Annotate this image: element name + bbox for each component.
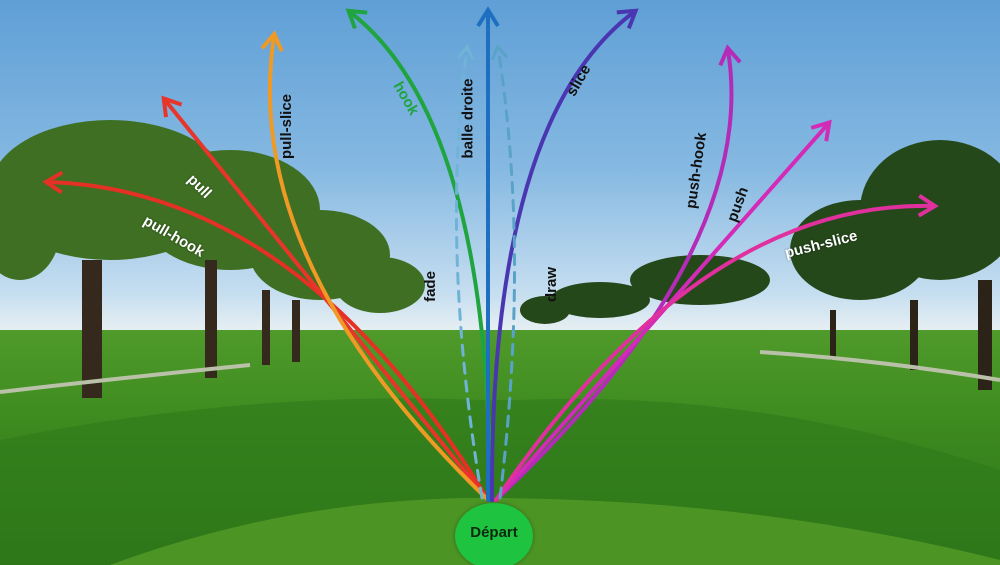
trajectory-push-hook bbox=[494, 44, 742, 502]
trajectory-pull-slice bbox=[260, 30, 490, 502]
label-draw: draw bbox=[543, 266, 561, 303]
trajectory-fade bbox=[454, 43, 484, 500]
trajectory-slice bbox=[489, 8, 639, 502]
label-pull-slice: pull-slice bbox=[278, 93, 296, 160]
start-tee-marker: Départ bbox=[455, 503, 533, 565]
label-fade: fade bbox=[421, 271, 439, 302]
trajectory-push-slice bbox=[494, 193, 939, 502]
trajectory-pull-hook bbox=[42, 170, 490, 502]
label-balle-droite: balle droite bbox=[459, 78, 477, 159]
start-label: Départ bbox=[470, 523, 518, 541]
trajectory-draw bbox=[490, 43, 516, 500]
